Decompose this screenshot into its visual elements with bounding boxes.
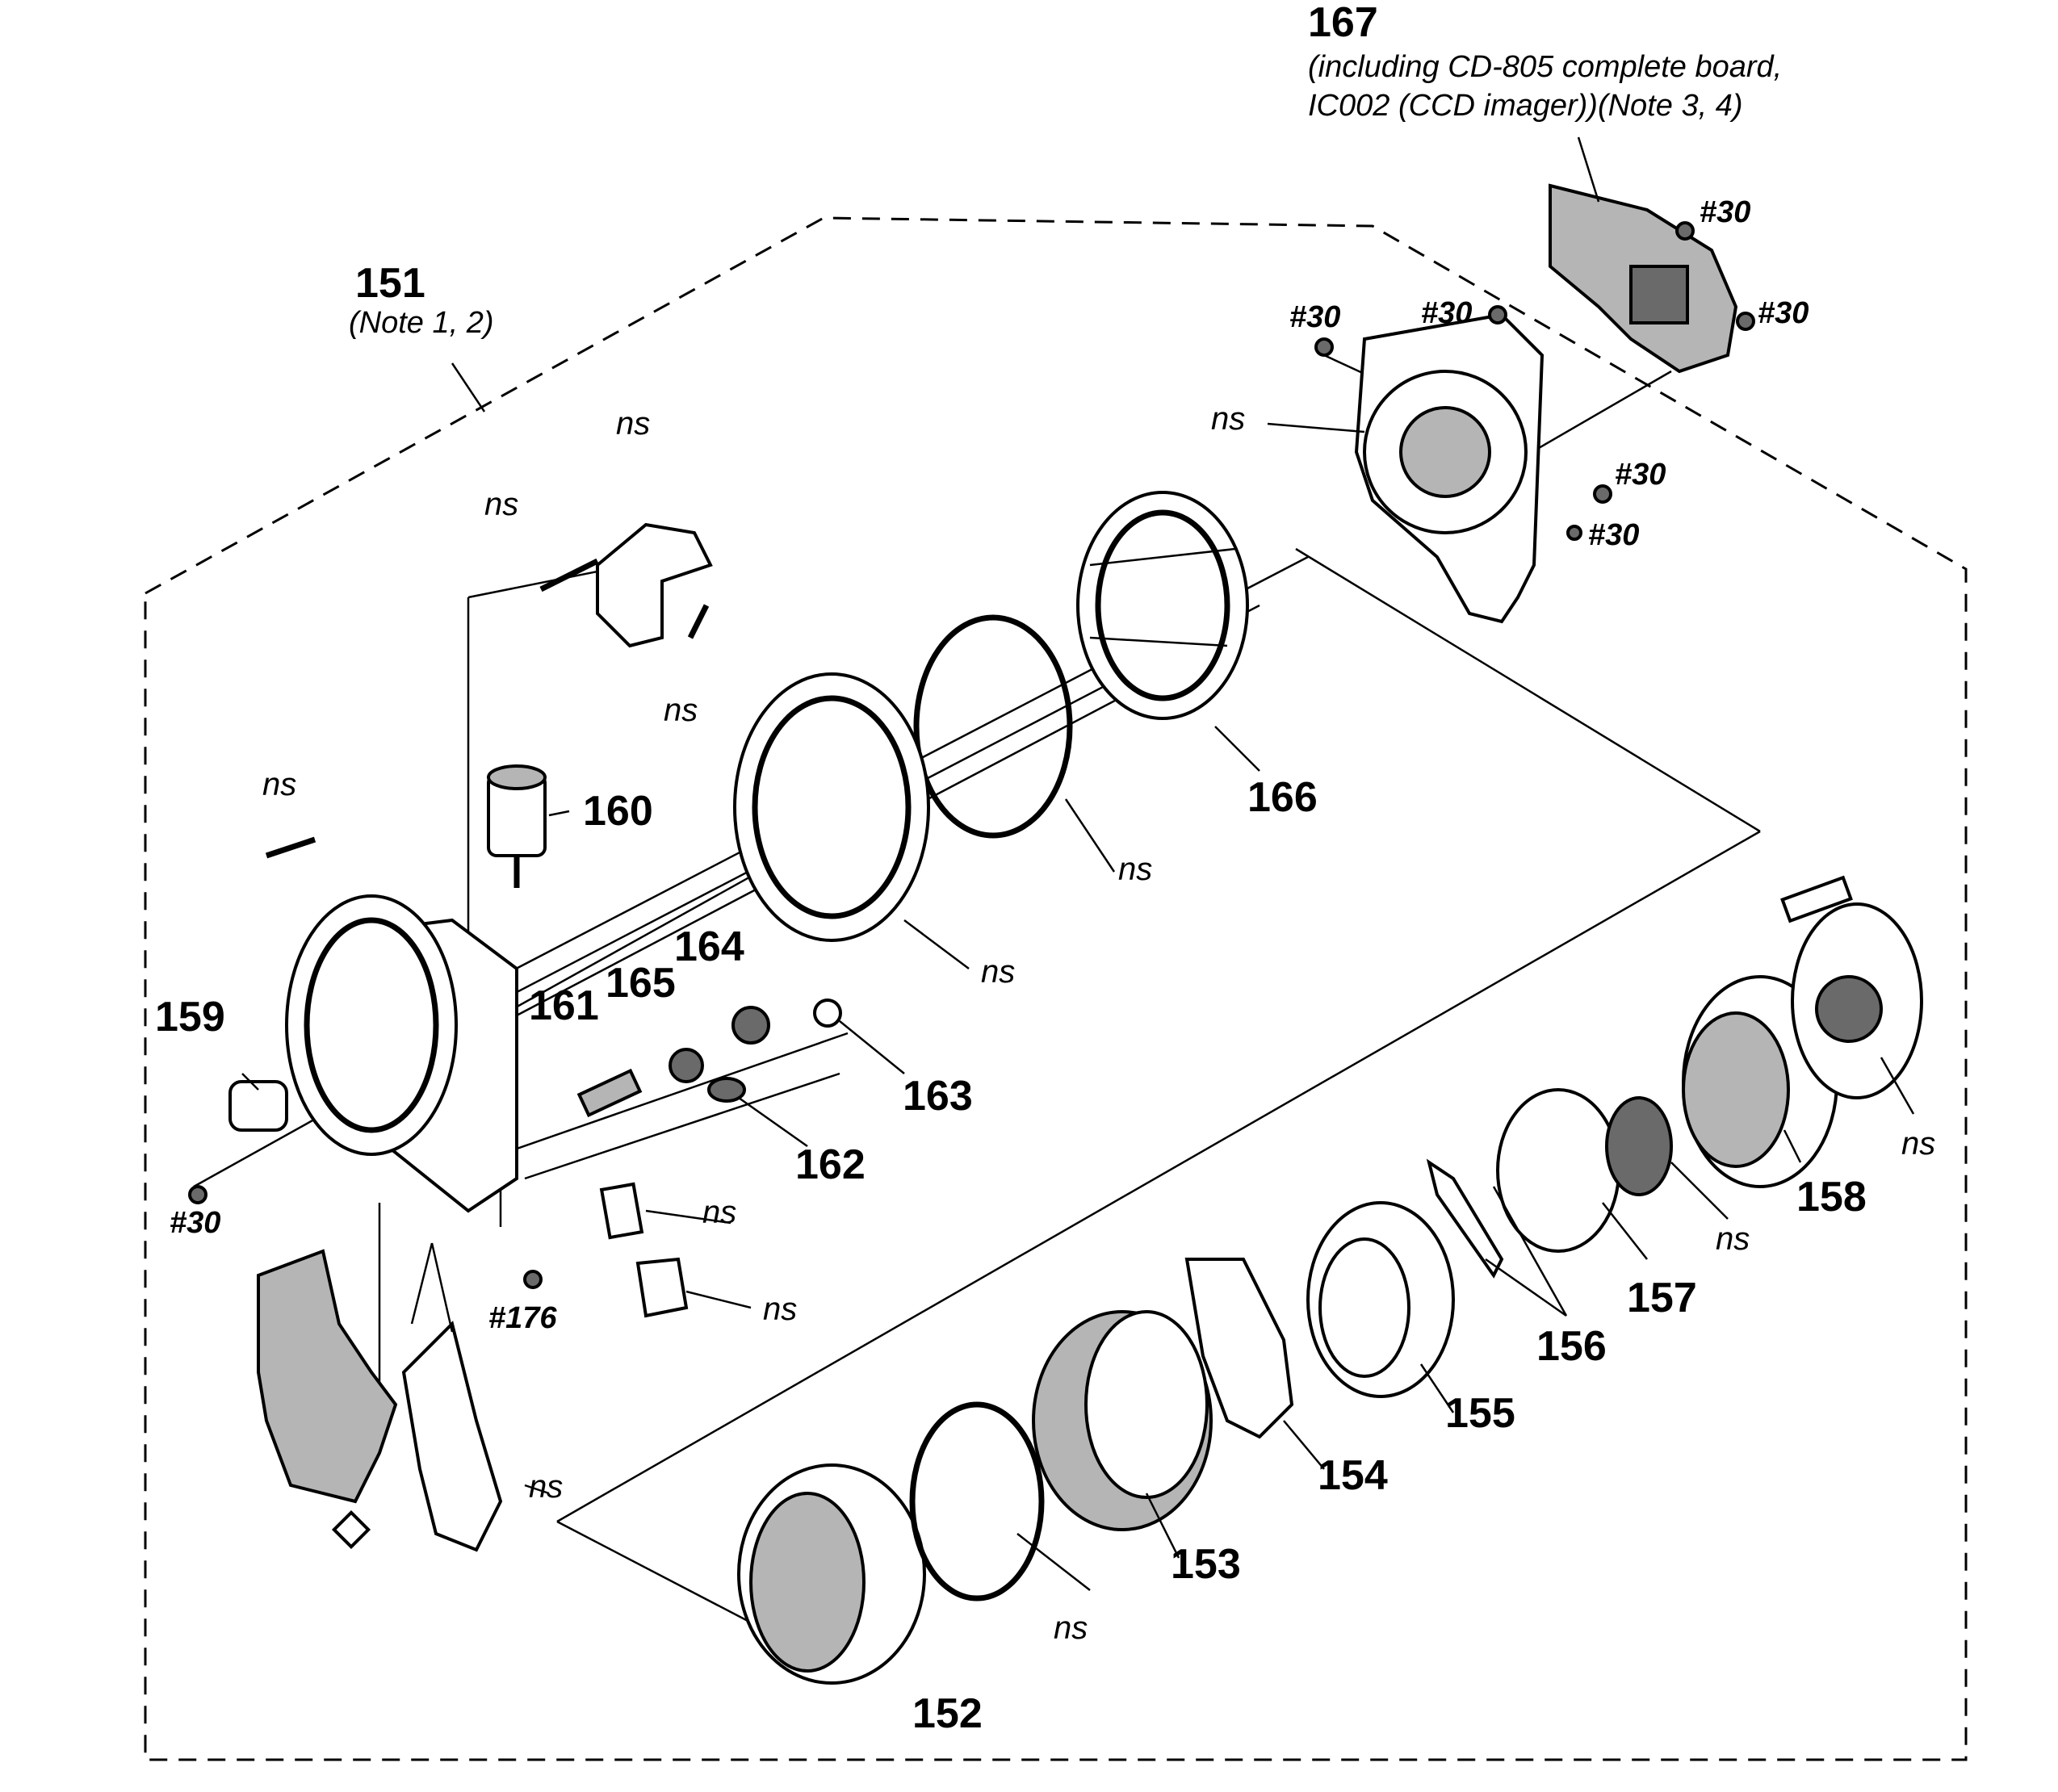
shutter-unit-ns: [1780, 875, 1923, 1099]
ns-label-4: ns: [664, 693, 698, 728]
ns-label-10: ns: [529, 1469, 563, 1505]
cd-805-board-part-167: [1549, 183, 1755, 374]
motor-part-160: [487, 764, 547, 888]
part-label-167: 167: [1308, 0, 1378, 46]
gear-parts-161-165: [576, 999, 842, 1118]
ns-label-8: ns: [702, 1195, 736, 1230]
ns-label-2: ns: [484, 487, 518, 522]
part-label-157: 157: [1627, 1275, 1697, 1321]
part-167-note-line2: IC002 (CCD imager))(Note 3, 4): [1308, 89, 1742, 123]
ns-label-6: ns: [1118, 852, 1152, 887]
part-label-164: 164: [674, 923, 744, 970]
cam-ring-153: [1032, 1310, 1213, 1531]
ns-label-3: ns: [1211, 401, 1245, 437]
part-159: [188, 1080, 288, 1204]
rear-frame-upper: [1314, 305, 1612, 624]
o-ring-lower: [909, 1401, 1045, 1601]
large-ring-center: [733, 672, 930, 942]
lens-155: [1306, 1201, 1455, 1398]
clip-154: [1184, 1258, 1294, 1439]
ns-label-7: ns: [981, 954, 1015, 990]
part-label-165: 165: [606, 960, 676, 1007]
part-label-156: 156: [1536, 1323, 1607, 1370]
screw-label-30-a: #30: [1700, 195, 1750, 229]
part-label-166: 166: [1247, 774, 1318, 821]
part-label-161: 161: [529, 982, 599, 1029]
clip-part: [635, 1257, 689, 1318]
part-label-163: 163: [903, 1073, 973, 1120]
part-label-155: 155: [1445, 1390, 1515, 1437]
leader-lines: [241, 136, 1915, 1591]
ring-157-b: [1605, 1096, 1673, 1196]
part-label-158: 158: [1796, 1174, 1867, 1220]
screw-label-176: #176: [488, 1301, 557, 1335]
upper-bracket: [539, 522, 713, 648]
part-label-162: 162: [795, 1141, 866, 1188]
screw-176: [523, 1270, 543, 1289]
part-label-151: 151: [355, 260, 425, 307]
ns-label-13: ns: [1716, 1221, 1750, 1257]
small-plate: [599, 1182, 644, 1240]
part-label-154: 154: [1318, 1452, 1388, 1499]
screw-label-30-e: #30: [1615, 458, 1666, 492]
part-label-160: 160: [583, 788, 653, 835]
ns-label-1: ns: [616, 406, 650, 442]
ring-part-166: [1076, 491, 1249, 720]
screw-label-30-g: #30: [170, 1206, 220, 1240]
screw-label-30-d: #30: [1758, 296, 1809, 330]
part-label-153: 153: [1171, 1541, 1241, 1588]
front-frame-left: [265, 836, 518, 1213]
assembly-151-note: (Note 1, 2): [349, 306, 494, 340]
screw-label-30-f: #30: [1588, 518, 1639, 552]
ns-label-12: ns: [1901, 1126, 1935, 1162]
screw-label-30-c: #30: [1421, 296, 1472, 330]
screw-label-30-b: #30: [1289, 300, 1340, 334]
assembly-151-boundary: [144, 216, 1968, 1761]
ns-label-11: ns: [1054, 1610, 1088, 1646]
part-label-159: 159: [155, 994, 225, 1040]
flexible-board-lower-left: [257, 1242, 503, 1552]
ns-label-9: ns: [763, 1292, 797, 1327]
ns-label-5: ns: [262, 767, 296, 802]
lens-group-152: [737, 1463, 926, 1685]
part-167-note-line1: (including CD-805 complete board,: [1308, 50, 1782, 84]
o-ring-upper: [913, 614, 1073, 839]
part-label-152: 152: [912, 1690, 983, 1737]
